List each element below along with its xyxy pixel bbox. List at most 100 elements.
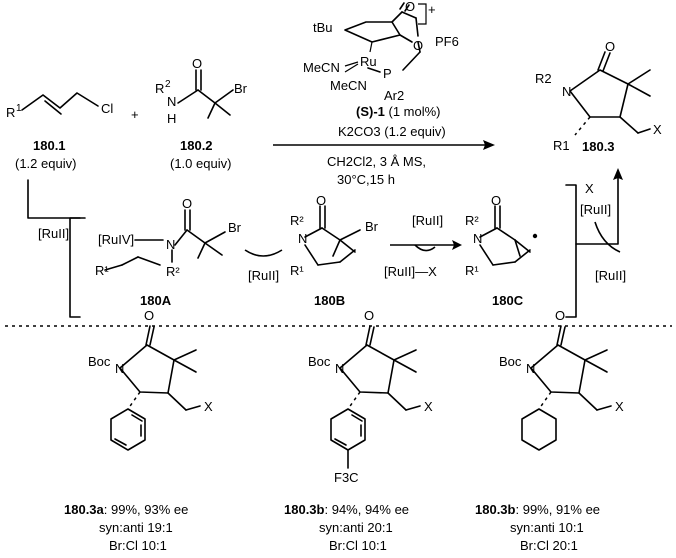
product-x: X: [653, 122, 662, 137]
mechanism-x-transfer: X: [585, 181, 594, 196]
reactant2-r-sup: 2: [165, 79, 171, 90]
oxidative-addition-arrow: [244, 249, 283, 257]
catalyst-charge: +: [428, 2, 436, 17]
example-2-halide: Br:Cl 10:1: [329, 538, 387, 553]
intermediate-180B-n: N: [298, 231, 307, 246]
reactant2-n: N: [167, 94, 176, 109]
intermediate-180A-r1: R¹: [95, 263, 109, 278]
example-2-substituent: F3C: [334, 470, 359, 485]
condition-solvent: CH2Cl2, 3 Å MS,: [327, 154, 426, 169]
intermediate-180A-n: N: [166, 237, 175, 252]
mechanism-ru-ii-right-bottom: [RuII]: [595, 268, 626, 283]
example-3-id: 180.3b: [475, 502, 516, 517]
example-2-boc: Boc: [308, 354, 331, 369]
intermediate-180C-structure: N R² O R¹: [465, 193, 538, 278]
example-2-yield-ee: : 94%, 94% ee: [324, 502, 409, 517]
product-id: 180.3: [582, 139, 615, 154]
reactant1-id: 180.1: [33, 138, 66, 153]
reactant2-br: Br: [234, 81, 248, 96]
condition-catalyst-id: (S)-1: [356, 104, 385, 119]
example-2-n: N: [335, 361, 344, 376]
example-1-dr: syn:anti 19:1: [99, 520, 173, 535]
reactant1-cl: Cl: [101, 101, 113, 116]
catalyst-p: P: [383, 66, 392, 81]
ruthenium-catalyst-structure: tBu O O Ru MeCN MeCN P Ar2 PF6 +: [303, 0, 459, 103]
example-2-structure: [330, 325, 421, 469]
reactant2-equiv: (1.0 equiv): [170, 156, 231, 171]
product-o: O: [605, 39, 615, 54]
intermediate-180B-br: Br: [365, 219, 379, 234]
mechanism-left-bracket: [69, 217, 81, 318]
mechanism-right-bracket: [565, 184, 577, 318]
example-2-x: X: [424, 399, 433, 414]
intermediate-id-180A: 180A: [140, 293, 172, 308]
allyl-chloride-structure: R 1 Cl: [6, 92, 113, 120]
example-3-dr: syn:anti 10:1: [510, 520, 584, 535]
main-reaction-arrowhead: [483, 140, 495, 150]
mechanism-ru-ii-x: [RuII]—X: [384, 264, 437, 279]
intermediate-180A-br: Br: [228, 220, 242, 235]
catalyst-tbu: tBu: [313, 20, 333, 35]
catalyst-ar2: Ar2: [384, 88, 404, 103]
reactant2-r-label: R: [155, 81, 164, 96]
intermediate-id-180C: 180C: [492, 293, 524, 308]
mechanism-ru-ii-abstraction: [RuII]: [412, 213, 443, 228]
mechanism-ru-ii-right-top: [RuII]: [580, 202, 611, 217]
condition-catalyst: (S)-1 (1 mol%): [356, 104, 441, 119]
example-3-structure: [521, 325, 612, 451]
example-3-halide: Br:Cl 20:1: [520, 538, 578, 553]
example-2-id: 180.3b: [284, 502, 325, 517]
example-3-n: N: [526, 361, 535, 376]
example-1-x: X: [204, 399, 213, 414]
reactant1-equiv: (1.2 equiv): [15, 156, 76, 171]
bromoamide-structure: O N H R 2 Br: [155, 56, 248, 126]
catalyst-pf6: PF6: [435, 34, 459, 49]
catalyst-o-carbonyl: O: [405, 0, 415, 14]
intermediate-180A-r2: R²: [166, 264, 180, 279]
catalyst-mecn-1: MeCN: [303, 60, 340, 75]
mechanism-ru-iv: [RuIV]: [98, 232, 134, 247]
product-n: N: [562, 84, 571, 99]
intermediate-180A-o: O: [182, 196, 192, 211]
example-1-n: N: [115, 361, 124, 376]
condition-catalyst-loading: (1 mol%): [385, 104, 441, 119]
reactant1-r-sup: 1: [16, 103, 22, 114]
product-r1: R1: [553, 138, 570, 153]
condition-base: K2CO3 (1.2 equiv): [338, 124, 446, 139]
intermediate-180C-o: O: [491, 193, 501, 208]
intermediate-180C-r1: R¹: [465, 263, 479, 278]
catalyst-mecn-2: MeCN: [330, 78, 367, 93]
example-2-dr: syn:anti 20:1: [319, 520, 393, 535]
product-r2: R2: [535, 71, 552, 86]
reactant2-h: H: [167, 111, 176, 126]
mechanism-left-line: [27, 179, 86, 219]
pyrrolidinone-product-structure: O N R2 R1 X: [535, 39, 662, 153]
example-1-yield-ee: : 99%, 93% ee: [104, 502, 189, 517]
intermediate-180B-r1: R¹: [290, 263, 304, 278]
mechanism-return-line: [575, 174, 619, 245]
example-2-result: 180.3b: 94%, 94% ee: [284, 502, 409, 517]
reactant1-r-label: R: [6, 105, 15, 120]
example-3-x: X: [615, 399, 624, 414]
example-1-structure: [110, 325, 201, 451]
example-3-yield-ee: : 99%, 91% ee: [515, 502, 600, 517]
intermediate-180C-n: N: [473, 231, 482, 246]
intermediate-id-180B: 180B: [314, 293, 345, 308]
condition-temp-time: 30°C,15 h: [337, 172, 395, 187]
intermediate-180C-r2: R²: [465, 213, 479, 228]
reactant2-id: 180.2: [180, 138, 213, 153]
catalyst-ru: Ru: [360, 54, 377, 69]
example-3-result: 180.3b: 99%, 91% ee: [475, 502, 600, 517]
example-1-halide: Br:Cl 10:1: [109, 538, 167, 553]
intermediate-180B-r2: R²: [290, 213, 304, 228]
catalyst-o: O: [413, 38, 423, 53]
reactant2-o: O: [192, 56, 202, 71]
intermediate-180A-structure: R¹ O N R² Br: [95, 196, 242, 279]
example-3-o: O: [555, 308, 565, 323]
mechanism-ru-ii-release-1: [RuII]: [248, 268, 279, 283]
example-2-o: O: [364, 308, 374, 323]
example-1-o: O: [144, 308, 154, 323]
example-3-boc: Boc: [499, 354, 522, 369]
example-1-result: 180.3a: 99%, 93% ee: [64, 502, 188, 517]
